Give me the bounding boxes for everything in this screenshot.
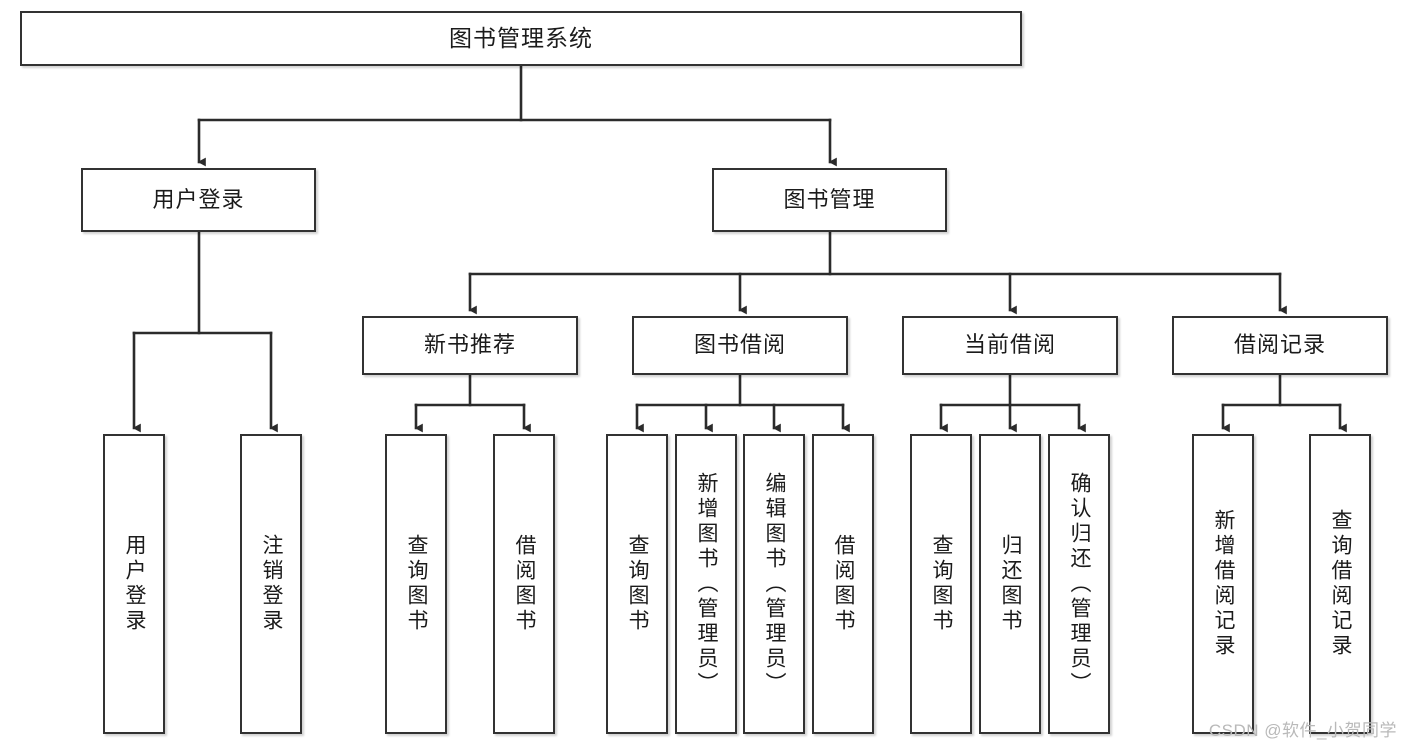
node-label: 编辑图书（管理员） (763, 471, 787, 697)
node-label: 借阅图书 (513, 534, 537, 634)
leaf-borrow-book[interactable]: 借阅图书 (812, 434, 874, 734)
node-label: 图书管理 (783, 186, 876, 212)
node-label: 查询图书 (930, 534, 954, 634)
node-label: 查询图书 (405, 534, 429, 634)
leaf-borrow-book-recommend[interactable]: 借阅图书 (493, 434, 555, 734)
node-label: 新增借阅记录 (1212, 509, 1236, 659)
node-root-book-management-system[interactable]: 图书管理系统 (20, 11, 1022, 66)
node-book-management[interactable]: 图书管理 (712, 168, 947, 232)
leaf-query-book-borrow[interactable]: 查询图书 (606, 434, 668, 734)
node-label: 查询图书 (626, 534, 650, 634)
node-new-book-recommend[interactable]: 新书推荐 (362, 316, 578, 375)
leaf-edit-book-admin[interactable]: 编辑图书（管理员） (743, 434, 805, 734)
leaf-confirm-return-admin[interactable]: 确认归还（管理员） (1048, 434, 1110, 734)
node-label: 用户登录 (152, 186, 245, 212)
leaf-add-borrow-record[interactable]: 新增借阅记录 (1192, 434, 1254, 734)
leaf-query-book-current[interactable]: 查询图书 (910, 434, 972, 734)
node-user-login[interactable]: 用户登录 (81, 168, 316, 232)
node-label: 用户登录 (123, 534, 147, 634)
leaf-user-login[interactable]: 用户登录 (103, 434, 165, 734)
node-label: 注销登录 (260, 534, 284, 634)
node-label: 借阅图书 (832, 534, 856, 634)
node-label: 当前借阅 (963, 332, 1056, 358)
node-label: 图书管理系统 (449, 24, 593, 51)
leaf-query-book-recommend[interactable]: 查询图书 (385, 434, 447, 734)
leaf-logout[interactable]: 注销登录 (240, 434, 302, 734)
node-label: 借阅记录 (1233, 332, 1326, 358)
node-label: 新增图书（管理员） (695, 471, 719, 697)
node-label: 新书推荐 (423, 332, 516, 358)
node-borrow-record[interactable]: 借阅记录 (1172, 316, 1388, 375)
node-label: 归还图书 (999, 534, 1023, 634)
leaf-add-book-admin[interactable]: 新增图书（管理员） (675, 434, 737, 734)
node-label: 查询借阅记录 (1329, 509, 1353, 659)
leaf-query-borrow-record[interactable]: 查询借阅记录 (1309, 434, 1371, 734)
node-label: 图书借阅 (693, 332, 786, 358)
leaf-return-book[interactable]: 归还图书 (979, 434, 1041, 734)
node-current-borrow[interactable]: 当前借阅 (902, 316, 1118, 375)
node-label: 确认归还（管理员） (1068, 471, 1092, 697)
node-book-borrow[interactable]: 图书借阅 (632, 316, 848, 375)
csdn-watermark: CSDN @软件_小贺同学 (1208, 721, 1397, 740)
